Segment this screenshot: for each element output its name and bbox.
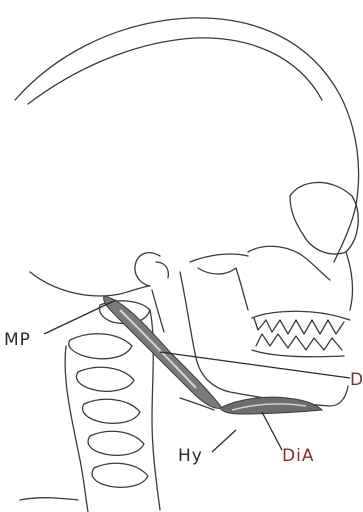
label-dia: DiA	[282, 446, 314, 466]
cranium-outline	[15, 18, 359, 262]
digastric-highlight	[120, 310, 196, 388]
label-mp: MP	[4, 330, 31, 350]
label-di: D	[350, 370, 363, 390]
nasal-outline	[346, 252, 353, 310]
vertebra-c6	[92, 463, 148, 487]
neck-outline	[20, 498, 78, 500]
vertebra-c5	[88, 431, 144, 455]
mandible-notch	[198, 268, 248, 310]
zygomatic-lower	[190, 254, 248, 262]
leader-line-dia	[262, 412, 282, 450]
upper-teeth	[252, 311, 350, 320]
vertebral-column-back	[65, 346, 88, 512]
lower-teeth-row	[256, 334, 342, 350]
label-hy: Hy	[178, 446, 203, 466]
occipital-base	[30, 272, 150, 296]
mastoid-outline	[135, 253, 160, 286]
zygomatic-outline	[248, 246, 330, 280]
vertebra-c3	[76, 367, 134, 391]
upper-teeth-row	[254, 318, 344, 334]
ear-canal	[156, 262, 168, 278]
cranium-inner-line	[28, 38, 322, 104]
mandible-ramus	[180, 272, 348, 406]
digastric-anterior-belly	[220, 397, 322, 414]
styloid-process	[152, 290, 164, 332]
orbit-outline	[290, 182, 358, 254]
vertebra-c4	[82, 399, 140, 423]
leader-line-mp	[44, 300, 116, 334]
lower-teeth-base	[252, 350, 344, 357]
leader-line-hy	[212, 430, 236, 452]
vertebra-c2	[69, 334, 132, 359]
